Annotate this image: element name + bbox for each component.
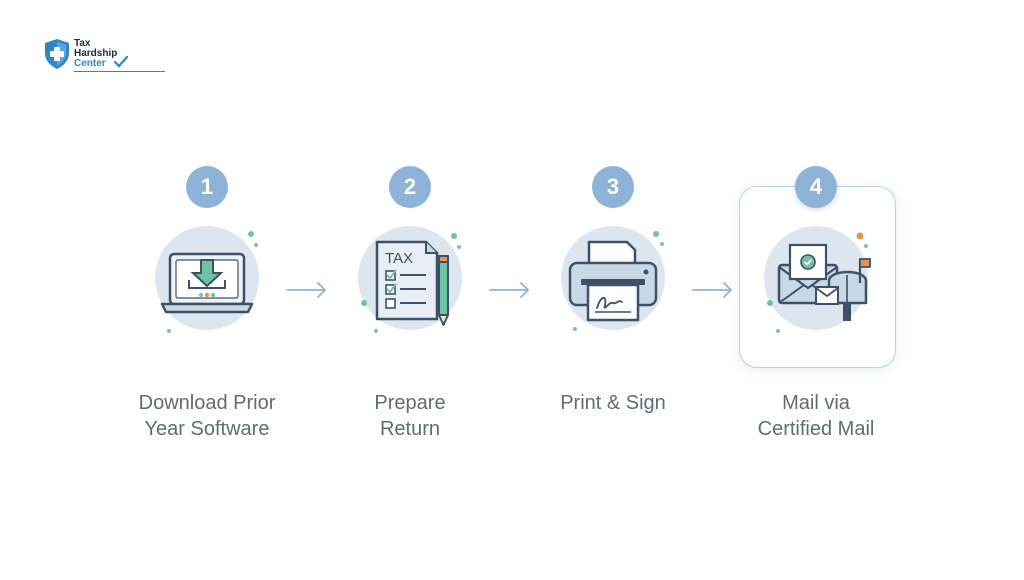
step-label-line-2: Return [379, 418, 441, 440]
step-4: 4 Mail via Certified Mail [716, 0, 916, 580]
brand-underline [74, 71, 165, 72]
step-label-line-2: Year Software [144, 418, 270, 440]
arrow-right-icon [286, 282, 327, 298]
brand-line-2: Hardship [74, 48, 118, 59]
step-number-badge: 1 [186, 166, 228, 208]
brand-logo: Tax Hardship Center [44, 38, 165, 78]
step-label: Prepare Return [310, 390, 510, 442]
shield-cross-icon [45, 39, 69, 69]
arrow-right-icon [692, 282, 733, 298]
arrow-right-icon [489, 282, 530, 298]
checkmark-icon [114, 56, 128, 68]
step-3: 3 Print & Sign [513, 0, 713, 580]
step-label-line-1: Print & Sign [560, 392, 666, 414]
step-number-badge: 3 [592, 166, 634, 208]
step-label: Print & Sign [513, 390, 713, 416]
step-2: 2 TAX Prepare Return [310, 0, 510, 580]
laptop-download-icon [160, 231, 258, 333]
step-label: Download Prior Year Software [107, 390, 307, 442]
step-number-badge: 2 [389, 166, 431, 208]
step-label-line-1: Download Prior [138, 392, 276, 414]
step-number-badge: 4 [795, 166, 837, 208]
tax-form-text: TAX [385, 250, 413, 267]
step-1: 1 Download Prior Year Software [107, 0, 307, 580]
printer-signature-icon [568, 231, 664, 331]
step-label-line-1: Mail via [782, 392, 850, 414]
brand-line-1: Tax [74, 38, 91, 49]
step-label-line-1: Prepare [374, 392, 446, 414]
step-label-line-2: Certified Mail [757, 418, 875, 440]
mailbox-envelope-icon [767, 232, 871, 333]
step-label: Mail via Certified Mail [716, 390, 916, 442]
brand-line-3: Center [74, 58, 106, 69]
tax-form-pencil-icon: TAX [361, 233, 461, 333]
